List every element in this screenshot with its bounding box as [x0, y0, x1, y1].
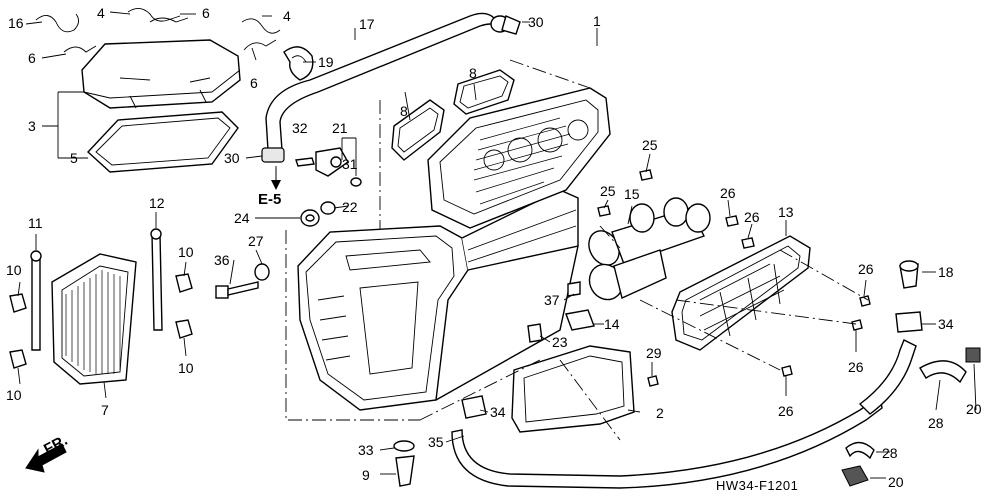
- air-cleaner-case: [297, 189, 579, 411]
- air-cleaner-cover: [81, 39, 241, 109]
- callout-9: 9: [362, 467, 370, 483]
- callout-22: 22: [342, 199, 358, 215]
- callout-26e: 26: [778, 403, 794, 419]
- callout-6c: 6: [250, 75, 258, 91]
- tube-clamp-19: [283, 46, 314, 81]
- bands-and-holders: [841, 347, 981, 487]
- figure-code: HW34-F1201: [716, 478, 798, 493]
- front-direction-arrow: [25, 443, 67, 473]
- callout-36: 36: [214, 252, 230, 268]
- callout-26b: 26: [744, 209, 760, 225]
- callout-11: 11: [28, 215, 43, 231]
- housing-gaskets: [391, 69, 515, 161]
- callout-17: 17: [359, 16, 375, 32]
- callout-20a: 20: [966, 401, 982, 417]
- callout-18: 18: [938, 264, 954, 280]
- grommets: [300, 201, 336, 227]
- clamps-and-plug: [461, 260, 923, 419]
- filter-straps: [30, 228, 163, 351]
- callout-16: 16: [8, 15, 24, 31]
- upper-housing: [427, 87, 611, 229]
- callout-21: 21: [332, 120, 348, 136]
- callout-26a: 26: [720, 185, 736, 201]
- callout-10b: 10: [6, 387, 22, 403]
- callout-29: 29: [646, 345, 662, 361]
- bolt-and-washer: [215, 263, 270, 299]
- callout-8a: 8: [400, 103, 408, 119]
- intake-funnels: [588, 197, 711, 301]
- reference-arrow: [271, 168, 281, 190]
- filter-element: [51, 253, 137, 385]
- callout-19: 19: [318, 54, 334, 70]
- callout-4b: 4: [283, 8, 291, 24]
- callout-2: 2: [656, 405, 664, 421]
- callout-14: 14: [604, 316, 620, 332]
- callout-10a: 10: [6, 262, 22, 278]
- callout-24: 24: [234, 210, 250, 226]
- drain-tube: [451, 339, 917, 489]
- callout-27: 27: [248, 233, 264, 249]
- callout-8b: 8: [469, 65, 477, 81]
- drain-plug: [393, 440, 415, 487]
- callout-10d: 10: [178, 360, 194, 376]
- callout-34a: 34: [490, 404, 506, 420]
- callout-1: 1: [593, 13, 601, 29]
- callout-25a: 25: [642, 137, 658, 153]
- cover-gasket: [87, 111, 239, 173]
- callout-26d: 26: [848, 359, 864, 375]
- callout-5: 5: [70, 150, 78, 166]
- callout-26c: 26: [858, 261, 874, 277]
- chamber-cover: [671, 235, 811, 351]
- assembly-outline: [285, 59, 869, 441]
- leader-lines: [17, 11, 977, 479]
- tube-clip-30: [261, 147, 285, 163]
- callout-20b: 20: [888, 474, 904, 490]
- callout-33: 33: [358, 442, 374, 458]
- callout-28a: 28: [928, 415, 944, 431]
- callout-34b: 34: [938, 316, 954, 332]
- callout-35: 35: [428, 434, 444, 450]
- callout-30a: 30: [528, 14, 544, 30]
- callout-12: 12: [149, 195, 165, 211]
- callout-28b: 28: [882, 445, 898, 461]
- spring-clips: [35, 8, 281, 53]
- callout-3: 3: [28, 118, 36, 134]
- callout-15: 15: [624, 186, 640, 202]
- clip-and-cap: [527, 309, 595, 343]
- callout-23: 23: [552, 334, 568, 350]
- callout-6a: 6: [28, 50, 36, 66]
- fastener-bolts: [567, 169, 871, 387]
- sensor-assembly: [295, 147, 362, 187]
- callout-10c: 10: [178, 244, 194, 260]
- intake-duct: [511, 345, 635, 433]
- callout-30b: 30: [224, 150, 240, 166]
- callout-13: 13: [778, 204, 794, 220]
- reference-label: E-5: [258, 191, 281, 208]
- callout-25b: 25: [600, 183, 616, 199]
- callout-6b: 6: [202, 5, 210, 21]
- callout-37: 37: [544, 292, 560, 308]
- callout-7: 7: [101, 402, 109, 418]
- breather-tube: [265, 12, 521, 151]
- callout-4a: 4: [97, 5, 105, 21]
- callout-32: 32: [292, 120, 308, 136]
- callout-31: 31: [342, 156, 358, 172]
